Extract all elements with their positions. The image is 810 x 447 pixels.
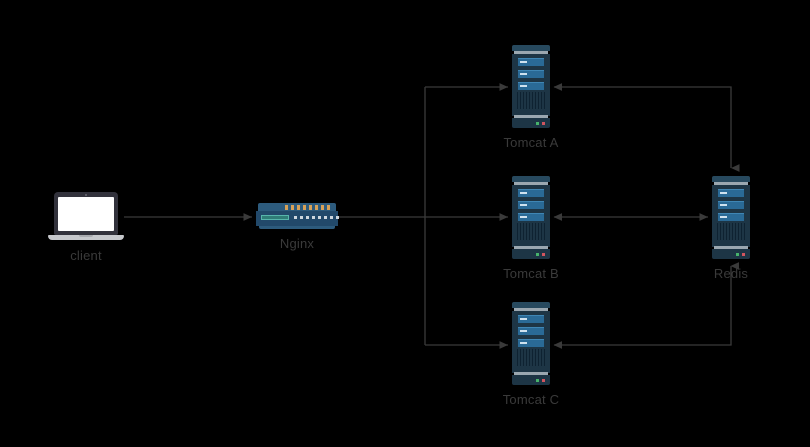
node-label-tomcat-a: Tomcat A	[503, 135, 559, 150]
server-top-cap	[512, 302, 550, 308]
server-base	[512, 118, 550, 128]
server-base	[712, 249, 750, 259]
node-nginx[interactable]: Nginx	[256, 203, 339, 251]
server-led-green-icon	[736, 253, 739, 256]
server-led-green-icon	[536, 122, 539, 125]
server-vent-grille	[517, 92, 545, 109]
server-top-trim	[514, 308, 548, 311]
server-base	[512, 249, 550, 259]
server-vent-grille	[717, 223, 745, 240]
server-bottom-trim	[714, 246, 748, 249]
laptop-screen	[58, 197, 114, 231]
node-label-tomcat-b: Tomcat B	[503, 266, 559, 281]
server-led-green-icon	[536, 379, 539, 382]
server-base	[512, 375, 550, 385]
node-tomcat-a[interactable]: Tomcat A	[503, 45, 558, 150]
node-tomcat-c[interactable]: Tomcat C	[503, 302, 559, 407]
server-top-cap	[712, 176, 750, 182]
server-bottom-trim	[514, 115, 548, 118]
server-vent-grille	[517, 223, 545, 240]
network-switch-icon	[256, 211, 338, 226]
server-bottom-trim	[514, 246, 548, 249]
edge-tomcat-a-to-redis	[553, 83, 740, 172]
node-redis[interactable]: Redis	[712, 176, 750, 281]
server-top-trim	[714, 182, 748, 185]
switch-foot	[259, 226, 335, 229]
switch-port-row	[294, 216, 339, 219]
laptop-camera-icon	[85, 194, 87, 196]
server-led-red-icon	[542, 379, 545, 382]
switch-status-bar	[261, 215, 289, 220]
server-led-red-icon	[742, 253, 745, 256]
server-vent-grille	[517, 349, 545, 366]
server-led-red-icon	[542, 122, 545, 125]
server-top-trim	[514, 51, 548, 54]
server-led-red-icon	[542, 253, 545, 256]
server-top-cap	[512, 45, 550, 51]
laptop-notch	[79, 235, 93, 237]
laptop-icon	[54, 192, 118, 235]
node-label-nginx: Nginx	[279, 236, 315, 251]
server-led-green-icon	[536, 253, 539, 256]
node-label-client: client	[70, 248, 102, 263]
laptop-base	[48, 235, 124, 240]
server-top-trim	[514, 182, 548, 185]
server-bottom-trim	[514, 372, 548, 375]
server-top-cap	[512, 176, 550, 182]
node-label-tomcat-c: Tomcat C	[502, 392, 560, 407]
node-label-redis: Redis	[713, 266, 749, 281]
node-client[interactable]: client	[48, 192, 124, 263]
node-tomcat-b[interactable]: Tomcat B	[503, 176, 559, 281]
edge-tomcat-c-to-redis	[553, 262, 739, 349]
switch-led-row	[285, 205, 330, 210]
